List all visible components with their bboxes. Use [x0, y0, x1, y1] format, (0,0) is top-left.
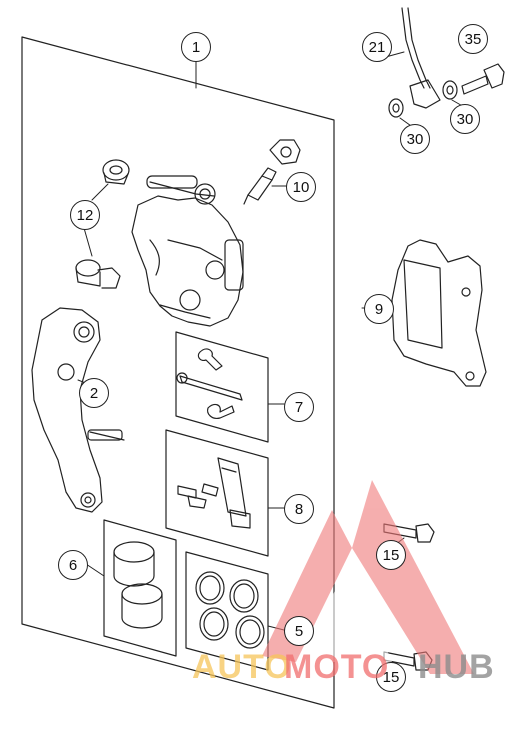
callout-30-right: 30 — [450, 104, 480, 134]
washers — [388, 80, 458, 118]
callout-21: 21 — [362, 32, 392, 62]
retainer-kit-frame — [165, 429, 269, 557]
caliper-bracket — [31, 307, 125, 513]
assembly-frame — [21, 36, 335, 709]
callout-35: 35 — [458, 24, 488, 54]
piston-kit-frame — [103, 519, 177, 657]
callout-7: 7 — [284, 392, 314, 422]
callout-12: 12 — [70, 200, 100, 230]
callout-9: 9 — [364, 294, 394, 324]
callout-10: 10 — [286, 172, 316, 202]
callout-15-upper: 15 — [376, 540, 406, 570]
seal-rings — [195, 571, 265, 649]
bleed-screw-cap — [75, 159, 130, 289]
brake-line — [401, 7, 441, 109]
callout-1: 1 — [181, 32, 211, 62]
bleed-nipple — [243, 139, 301, 205]
banjo-bolt — [461, 63, 505, 95]
watermark-text-moto: MOTO — [284, 648, 390, 686]
watermark-text-hub: HUB — [418, 648, 495, 686]
callout-15-lower: 15 — [376, 662, 406, 692]
seal-kit-frame — [185, 551, 269, 671]
callout-5: 5 — [284, 616, 314, 646]
pad-retainer-kit — [177, 457, 251, 529]
watermark-text-auto: AUTO — [192, 648, 292, 686]
pin-kit-frame — [175, 331, 269, 443]
callout-8: 8 — [284, 494, 314, 524]
callout-6: 6 — [58, 550, 88, 580]
callout-2: 2 — [79, 378, 109, 408]
brake-pad — [391, 239, 487, 387]
piston-set — [113, 541, 163, 629]
brake-caliper — [131, 175, 244, 327]
pin-kit — [176, 348, 243, 419]
callout-30-left: 30 — [400, 124, 430, 154]
